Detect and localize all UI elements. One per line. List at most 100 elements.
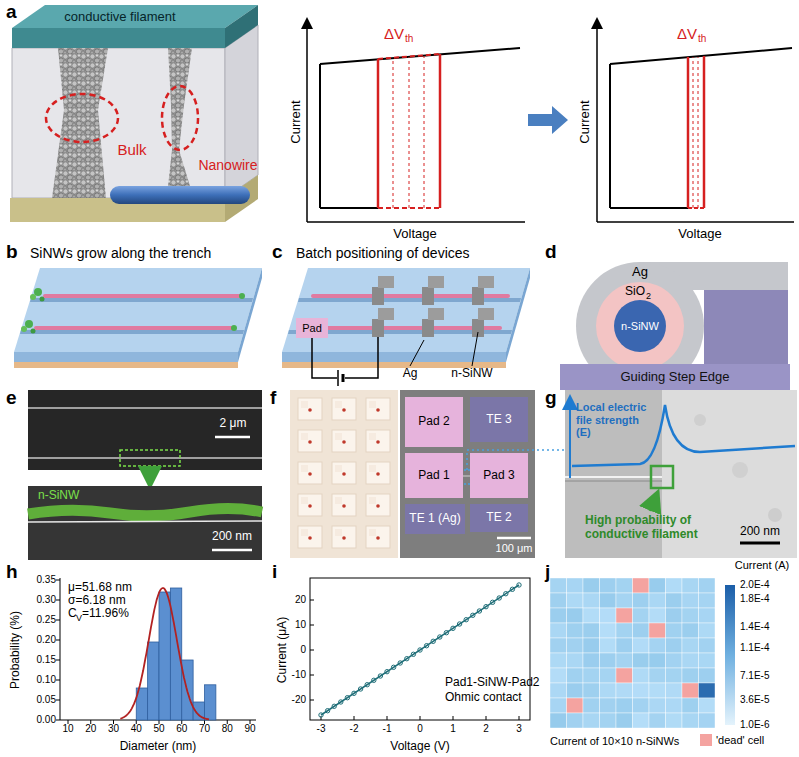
tick-label: 2 [483, 723, 489, 735]
heatmap-cell [600, 713, 617, 728]
tick-label: 80 [222, 723, 233, 735]
heatmap-cell [666, 713, 683, 728]
heatmap-cell [633, 608, 650, 623]
statistic-subscript: V [76, 613, 82, 623]
data-marker [372, 678, 376, 682]
heatmap-cell [616, 653, 633, 668]
heatmap-cell [600, 593, 617, 608]
colorbar-title: Current (A) [735, 559, 789, 572]
heatmap-cell [649, 578, 666, 593]
data-marker [490, 600, 494, 604]
statistic: C [68, 607, 77, 621]
data-marker [418, 648, 422, 652]
statistic: σ=6.18 nm [68, 594, 126, 608]
tick [56, 680, 60, 681]
tick [56, 700, 60, 701]
iv-plot [310, 578, 530, 720]
electrode-pad: TE 2 [470, 504, 528, 532]
device-dot [308, 472, 312, 476]
device-dot [308, 408, 312, 412]
node-text: Pad [302, 322, 322, 334]
symbol-label: ΔV [677, 25, 697, 42]
pad-square [335, 465, 342, 472]
device-cell [332, 398, 356, 420]
heatmap-cell [616, 668, 633, 683]
heatmap-cell [567, 638, 584, 653]
heatmap-cell [633, 668, 650, 683]
device-dot [308, 440, 312, 444]
pad-square [369, 465, 376, 472]
axis-label: Current [289, 100, 304, 143]
device-cell [298, 462, 322, 484]
tick [56, 640, 60, 641]
heatmap-cell [682, 698, 699, 713]
tick [56, 620, 60, 621]
pad-square [301, 497, 308, 504]
data-marker [431, 639, 435, 643]
heatmap-cell [583, 668, 600, 683]
data-marker [517, 583, 521, 587]
part-label: conductive filament [64, 10, 175, 25]
device-cell [332, 526, 356, 548]
pad-square [335, 401, 342, 408]
device-cell [366, 526, 390, 548]
device-cell [332, 462, 356, 484]
statistic: μ=51.68 nm [68, 581, 132, 595]
heatmap-cell [550, 578, 567, 593]
symbol-label: ΔV [384, 25, 404, 42]
transition-arrow [528, 106, 568, 134]
node-text: Pad 3 [483, 469, 514, 482]
heatmap-cell [649, 593, 666, 608]
data-marker [391, 665, 395, 669]
data-marker [352, 691, 356, 695]
sem-image [565, 390, 797, 558]
heatmap-cell [616, 608, 633, 623]
heatmap-cell [616, 623, 633, 638]
electrode-pad: TE 3 [470, 397, 528, 442]
tick-label: 60 [176, 723, 187, 735]
histogram-bar [148, 642, 159, 720]
heatmap-cell [682, 713, 699, 728]
heatmap-cell [616, 593, 633, 608]
symbol-subscript: th [698, 33, 706, 45]
data-marker [358, 687, 362, 691]
tick-label: 10 [295, 619, 306, 631]
tick-label: -20 [292, 694, 306, 706]
heatmap-cell [666, 638, 683, 653]
heatmap-cell [699, 713, 716, 728]
tick [310, 625, 314, 626]
tick-label: 20 [295, 594, 306, 606]
heatmap-cell [583, 683, 600, 698]
tick [486, 716, 487, 720]
data-marker [325, 709, 329, 713]
data-marker [345, 696, 349, 700]
colorbar [725, 585, 735, 725]
electrode-pad: Pad 1 [405, 453, 463, 498]
tick [56, 660, 60, 661]
pad-square [301, 465, 308, 472]
histogram [56, 578, 256, 724]
heatmap-cell [600, 578, 617, 593]
part-label: n-SiNW [38, 489, 79, 503]
axis-label: Current [578, 100, 593, 143]
colorbar-tick: 7.1E-5 [740, 670, 769, 682]
tick [310, 600, 314, 601]
heatmap-cell [633, 638, 650, 653]
data-marker [477, 609, 481, 613]
panel-letter: c [272, 241, 283, 263]
pad-square [369, 433, 376, 440]
heatmap-cell [649, 623, 666, 638]
substrate-slab [282, 268, 530, 368]
panel-letter: f [270, 387, 276, 409]
tick [310, 650, 314, 651]
heatmap-cell [616, 713, 633, 728]
tick-label: 20 [85, 723, 96, 735]
heatmap-cell [682, 668, 699, 683]
tick [56, 720, 60, 721]
node-text: TE 2 [486, 511, 511, 524]
device-cell [298, 526, 322, 548]
colorbar-tick: 1.8E-4 [740, 593, 769, 605]
heatmap-cell [666, 683, 683, 698]
device-cell [366, 494, 390, 516]
